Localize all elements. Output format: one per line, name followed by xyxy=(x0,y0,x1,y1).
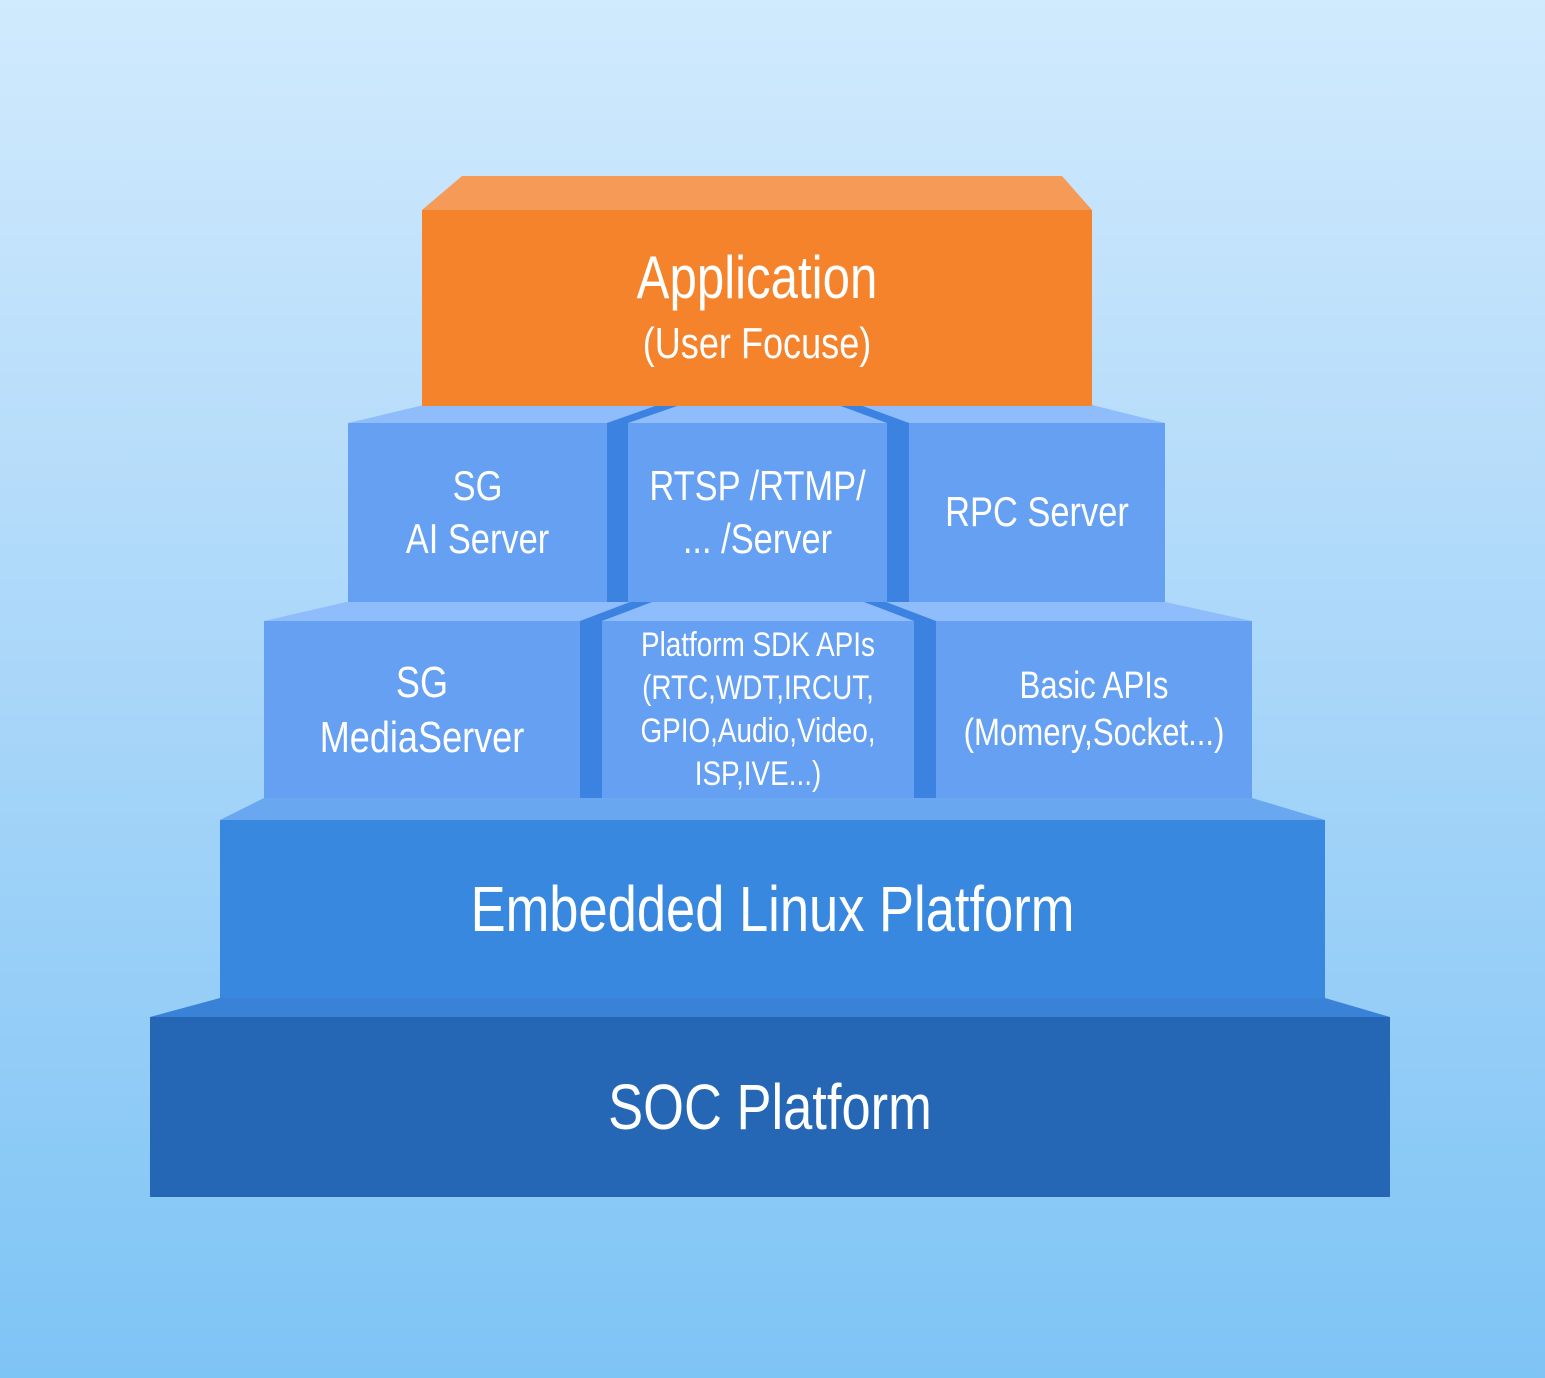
api-separator-right xyxy=(914,621,936,798)
sg-mediaserver-line2: MediaServer xyxy=(319,713,525,762)
rtsp-rtmp-server-block: RTSP /RTMP/ ... /Server xyxy=(649,440,866,585)
embedded-linux-title: Embedded Linux Platform xyxy=(470,873,1075,945)
basic-apis-line2: (Momery,Socket...) xyxy=(963,712,1225,754)
application-title: Application xyxy=(636,244,878,311)
soc-platform-title: SOC Platform xyxy=(608,1071,932,1143)
sg-ai-server-block: SG AI Server xyxy=(371,440,583,585)
embedded-linux-label: Embedded Linux Platform xyxy=(319,820,1225,998)
basic-apis-line1: Basic APIs xyxy=(1019,664,1169,707)
platform-sdk-apis-line3: GPIO,Audio,Video, xyxy=(640,712,876,750)
sg-mediaserver-line1: SG xyxy=(395,658,449,707)
application-layer-top xyxy=(422,176,1092,210)
rpc-server-block: RPC Server xyxy=(932,440,1142,585)
api-layer xyxy=(264,621,1252,798)
rtsp-rtmp-server-line2: ... /Server xyxy=(682,514,833,562)
server-layer-top xyxy=(348,405,1165,423)
soc-platform-label: SOC Platform xyxy=(262,1017,1279,1197)
embedded-layer xyxy=(220,820,1325,998)
platform-sdk-apis-line2: (RTC,WDT,IRCUT, xyxy=(642,669,874,707)
server-separator-left xyxy=(607,423,628,602)
application-label: Application (User Focuse) xyxy=(482,228,1031,388)
soc-layer xyxy=(150,1017,1390,1197)
basic-apis-block: Basic APIs (Momery,Socket...) xyxy=(963,630,1225,790)
server-layer xyxy=(348,423,1165,602)
application-subtitle: (User Focuse) xyxy=(642,319,872,368)
sg-ai-server-line1: SG xyxy=(452,462,503,509)
embedded-layer-top xyxy=(220,798,1325,820)
api-separator-left xyxy=(580,621,602,798)
sg-ai-server-line2: AI Server xyxy=(405,514,550,562)
server-separator-right-bevel xyxy=(838,405,909,423)
application-layer xyxy=(422,210,1092,406)
api-layer-top xyxy=(264,602,1252,621)
soc-layer-top xyxy=(150,998,1390,1017)
rtsp-rtmp-server-line1: RTSP /RTMP/ xyxy=(649,462,866,509)
sg-mediaserver-block: SG MediaServer xyxy=(292,630,551,790)
api-separator-left-bevel xyxy=(580,602,652,621)
platform-sdk-apis-line1: Platform SDK APIs xyxy=(641,626,875,664)
platform-sdk-apis-line4: ISP,IVE...) xyxy=(694,755,822,793)
api-separator-right-bevel xyxy=(864,602,936,621)
platform-sdk-apis-block: Platform SDK APIs (RTC,WDT,IRCUT, GPIO,A… xyxy=(630,624,886,796)
rpc-server-line1: RPC Server xyxy=(945,488,1129,536)
server-separator-left-bevel xyxy=(607,405,680,423)
server-separator-right xyxy=(887,423,909,602)
